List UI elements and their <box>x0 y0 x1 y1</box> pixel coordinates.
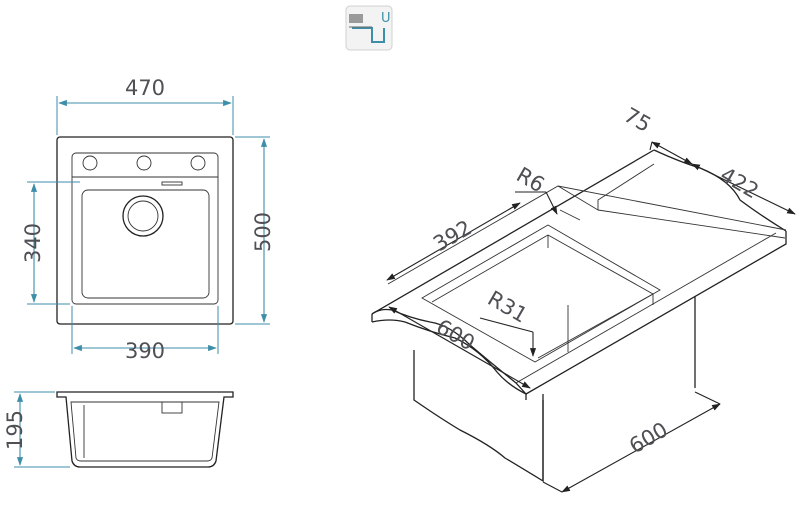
dim-overall-depth: 500 <box>251 212 275 252</box>
dim-bowl-depth: 340 <box>21 223 45 263</box>
tap-hole-icon <box>190 155 206 171</box>
drain-icon <box>122 195 164 237</box>
tap-hole-icon <box>82 155 98 171</box>
dim-drainer: 75 <box>620 103 655 137</box>
dim-front-width: 600 <box>432 315 479 356</box>
isometric-view: 75 422 R6 392 R31 600 600 <box>371 103 796 493</box>
dim-height: 195 <box>3 410 27 450</box>
undermount-badge-icon: U <box>345 5 393 51</box>
dim-overall-width: 470 <box>125 76 165 100</box>
dim-corner-radius-bowl: R31 <box>484 286 532 327</box>
dim-depth: 422 <box>716 163 763 204</box>
dim-cabinet-width: 600 <box>625 418 672 459</box>
top-view: 470 500 340 390 <box>21 76 275 363</box>
dim-bowl-width: 390 <box>125 339 165 363</box>
dim-bowl-length: 392 <box>429 216 476 257</box>
side-view: 195 <box>3 391 234 468</box>
badge-letter: U <box>381 11 391 26</box>
tap-hole-icon <box>136 155 152 171</box>
